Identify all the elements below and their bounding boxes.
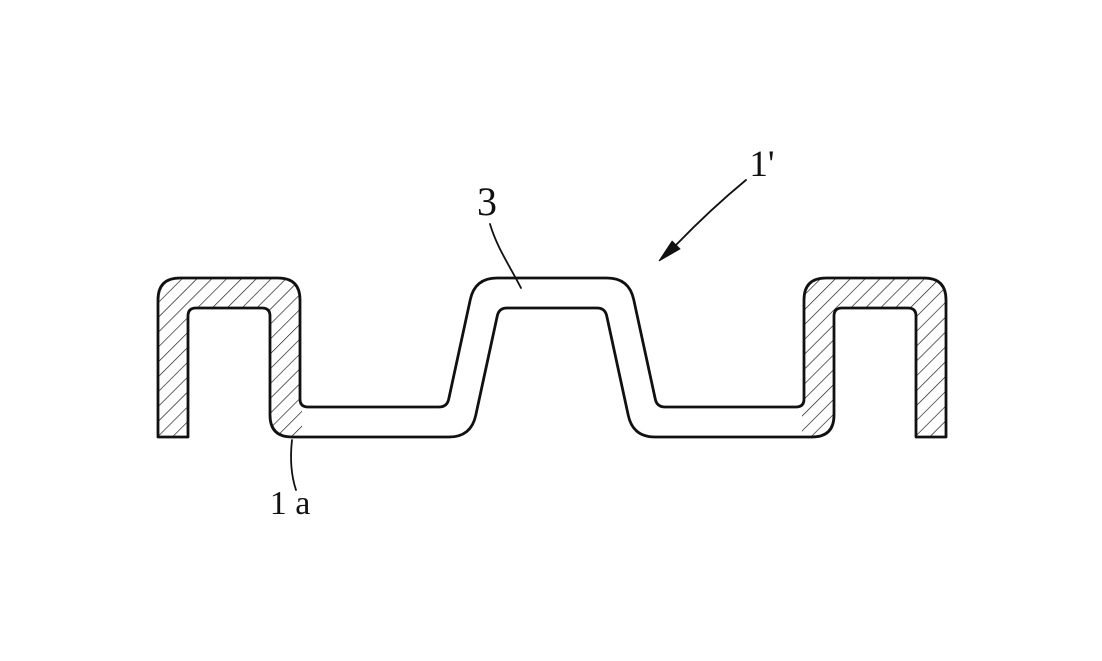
leader-line-1a bbox=[290, 439, 297, 491]
left-hatch-area bbox=[158, 278, 302, 437]
arrowhead-1-prime-icon bbox=[658, 240, 681, 262]
leader-line-3 bbox=[489, 223, 522, 289]
label-1-prime: 1' bbox=[749, 144, 774, 185]
left-channel-hatching bbox=[158, 278, 302, 437]
right-hatch-area bbox=[802, 278, 946, 437]
right-channel-hatching bbox=[802, 278, 946, 437]
label-1a: 1 a bbox=[270, 485, 311, 522]
leader-line-1-prime bbox=[675, 179, 747, 246]
label-3: 3 bbox=[477, 179, 497, 224]
